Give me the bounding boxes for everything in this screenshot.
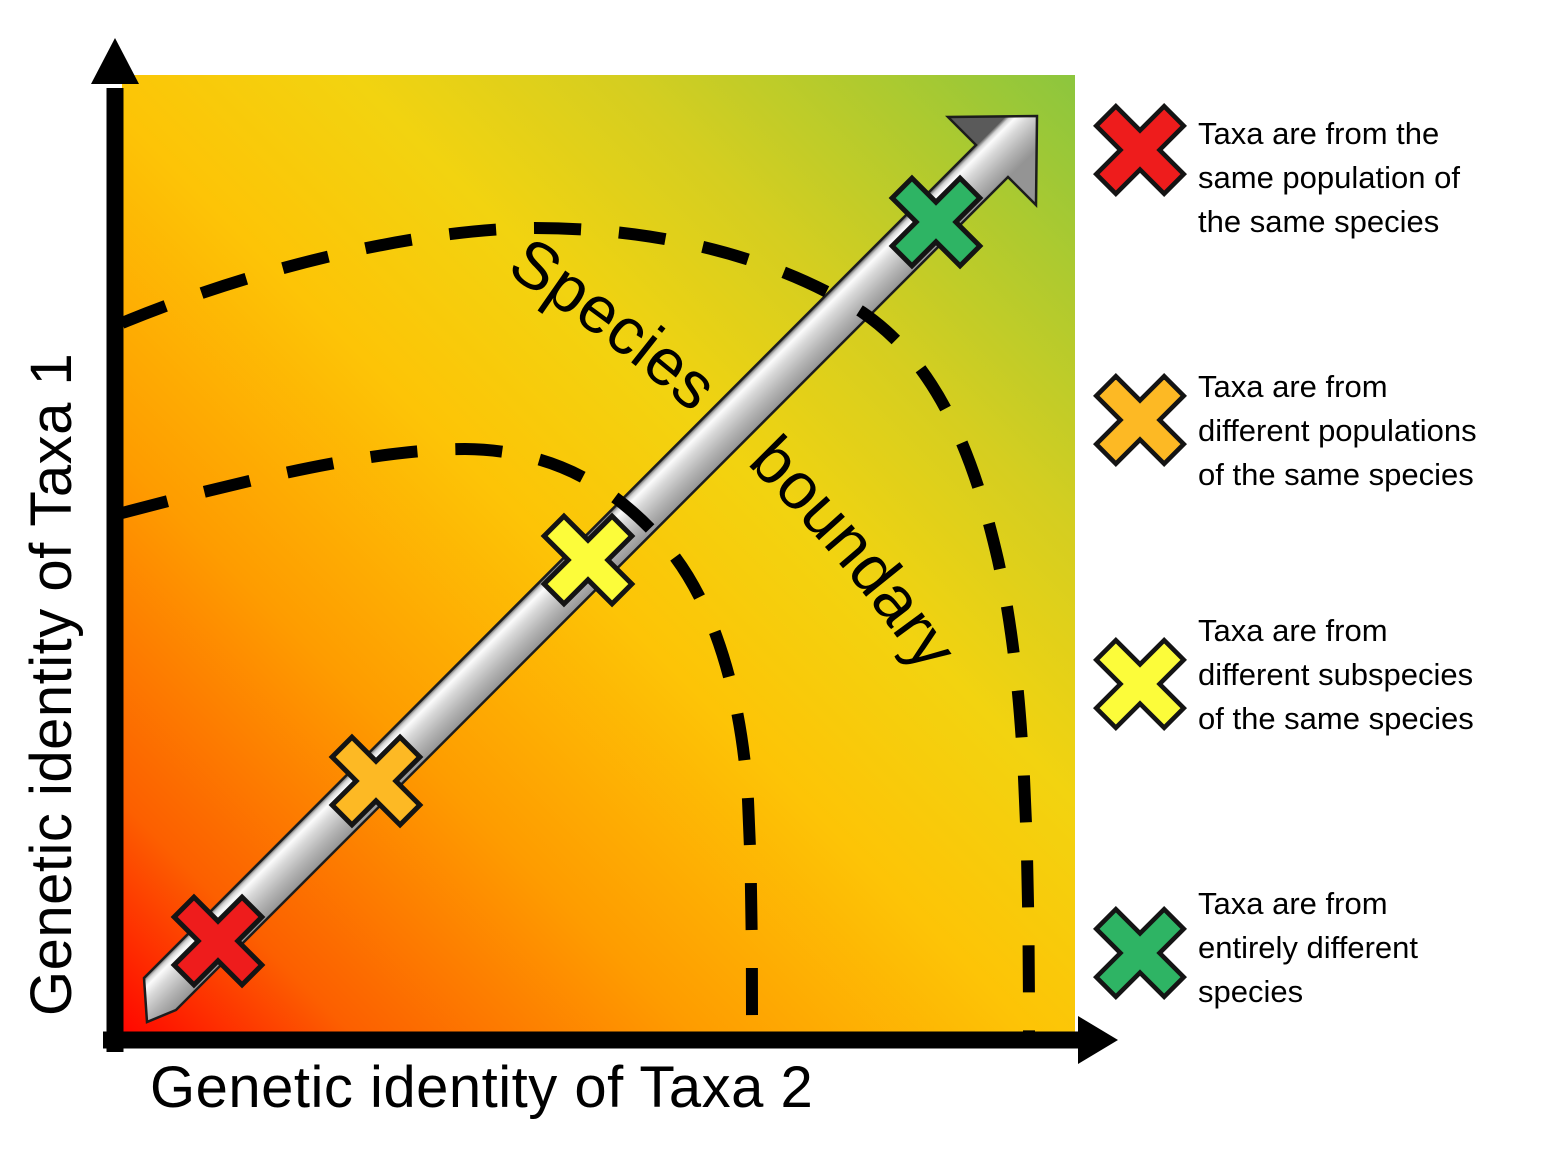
legend-green-x-icon <box>1093 906 1187 1000</box>
marker-different-populations <box>328 733 424 829</box>
legend-red-x-icon <box>1093 103 1187 197</box>
legend-yellow-x-icon <box>1093 637 1187 731</box>
y-axis-arrowhead <box>91 38 139 84</box>
marker-same-population <box>170 893 266 989</box>
species-boundary-outer-curve <box>119 221 1035 1039</box>
y-axis-label: Genetic identity of Taxa 1 <box>19 352 84 1016</box>
legend-label-different-subspecies: Taxa are from different subspecies of th… <box>1198 613 1474 736</box>
marker-different-subspecies <box>540 512 636 608</box>
legend-orange-x-icon <box>1093 373 1187 467</box>
legend-label-different-species: Taxa are from entirely different species <box>1198 886 1418 1009</box>
marker-different-species <box>888 174 984 270</box>
x-axis-arrowhead <box>1078 1016 1118 1064</box>
legend-label-same-population: Taxa are from the same population of the… <box>1198 116 1460 239</box>
x-axis-label: Genetic identity of Taxa 2 <box>150 1055 814 1120</box>
legend-label-different-populations: Taxa are from different populations of t… <box>1198 369 1477 492</box>
